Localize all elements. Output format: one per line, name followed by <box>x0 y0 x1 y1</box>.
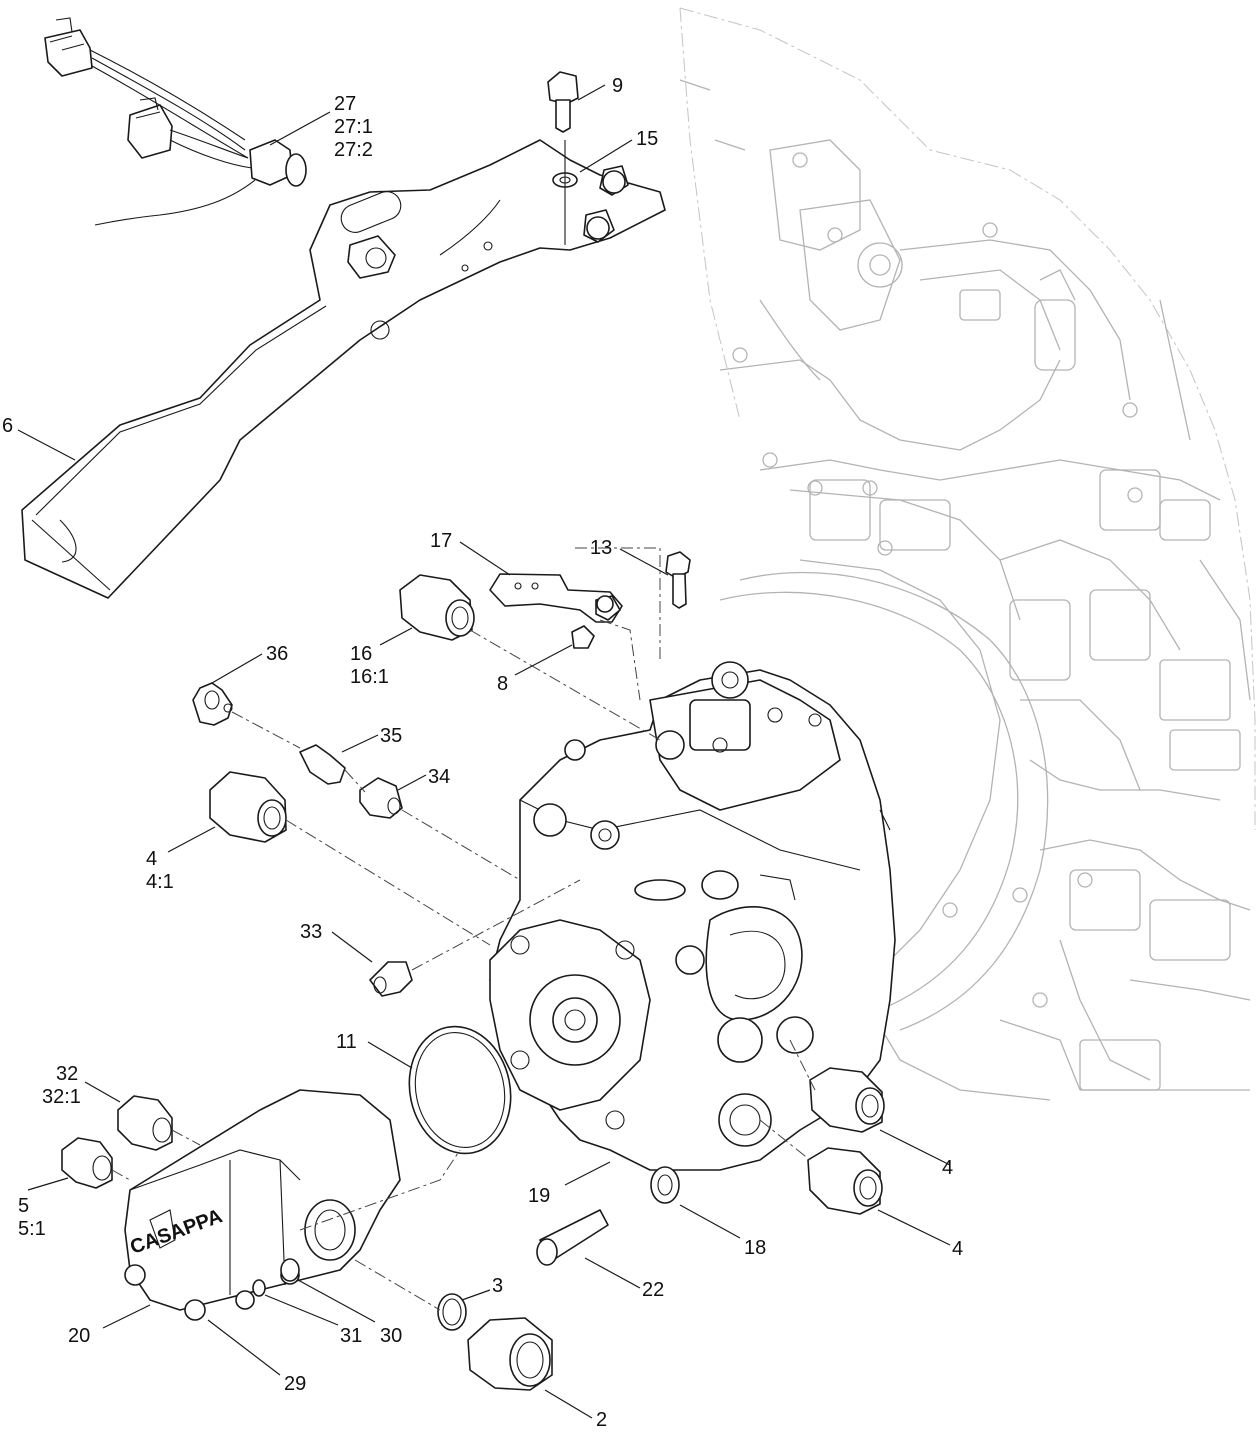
washer-30 <box>280 1258 300 1282</box>
bolt-9 <box>547 71 579 133</box>
callout-18: 18 <box>744 1237 766 1259</box>
callout-9: 9 <box>612 75 623 97</box>
callout-2: 2 <box>596 1409 607 1431</box>
fitting-4-left <box>209 771 287 843</box>
callout-30: 30 <box>380 1325 402 1347</box>
fitting-33 <box>369 961 413 997</box>
callout-6: 6 <box>2 415 13 437</box>
main-hydraulic-pump <box>489 661 896 1171</box>
o-ring-3 <box>437 1293 467 1331</box>
fitting-4-right-lower <box>807 1147 883 1215</box>
fittings <box>61 574 885 1391</box>
plate-assembly <box>489 547 691 701</box>
callout-4-right-lower: 4 <box>952 1238 963 1260</box>
fitting-36 <box>192 682 233 726</box>
mounting-bracket <box>21 139 666 599</box>
callout-19: 19 <box>528 1185 550 1207</box>
callout-33: 33 <box>300 921 322 943</box>
leader-lines <box>17 84 951 1419</box>
spacer-18 <box>650 1166 680 1204</box>
fitting-32 <box>117 1095 173 1151</box>
callout-11: 11 <box>336 1031 357 1053</box>
callout-29: 29 <box>284 1373 306 1395</box>
fitting-2 <box>467 1317 553 1391</box>
callout-34: 34 <box>428 766 450 788</box>
callout-20: 20 <box>68 1325 90 1347</box>
callout-3: 3 <box>492 1275 503 1297</box>
callout-4-right-upper: 4 <box>942 1157 953 1179</box>
cap-screw-22 <box>536 1209 609 1266</box>
callout-35: 35 <box>380 725 402 747</box>
fitting-34 <box>359 777 403 819</box>
callout-22: 22 <box>642 1279 664 1301</box>
fitting-16 <box>399 574 475 641</box>
callout-13: 13 <box>590 537 612 559</box>
callout-15: 15 <box>636 128 658 150</box>
fitting-5 <box>61 1137 113 1189</box>
callout-36: 36 <box>266 643 288 665</box>
engine-ghost-outline <box>679 7 1256 1101</box>
wiring-harness-sensor <box>44 17 307 226</box>
fitting-35 <box>299 744 346 785</box>
callout-17: 17 <box>430 530 452 552</box>
callout-8: 8 <box>497 673 508 695</box>
callout-31: 31 <box>340 1325 362 1347</box>
fitting-4-right-upper <box>809 1067 885 1133</box>
o-ring-11 <box>408 1025 512 1155</box>
o-ring-31 <box>252 1279 266 1297</box>
assembly-center-lines <box>111 629 816 1311</box>
